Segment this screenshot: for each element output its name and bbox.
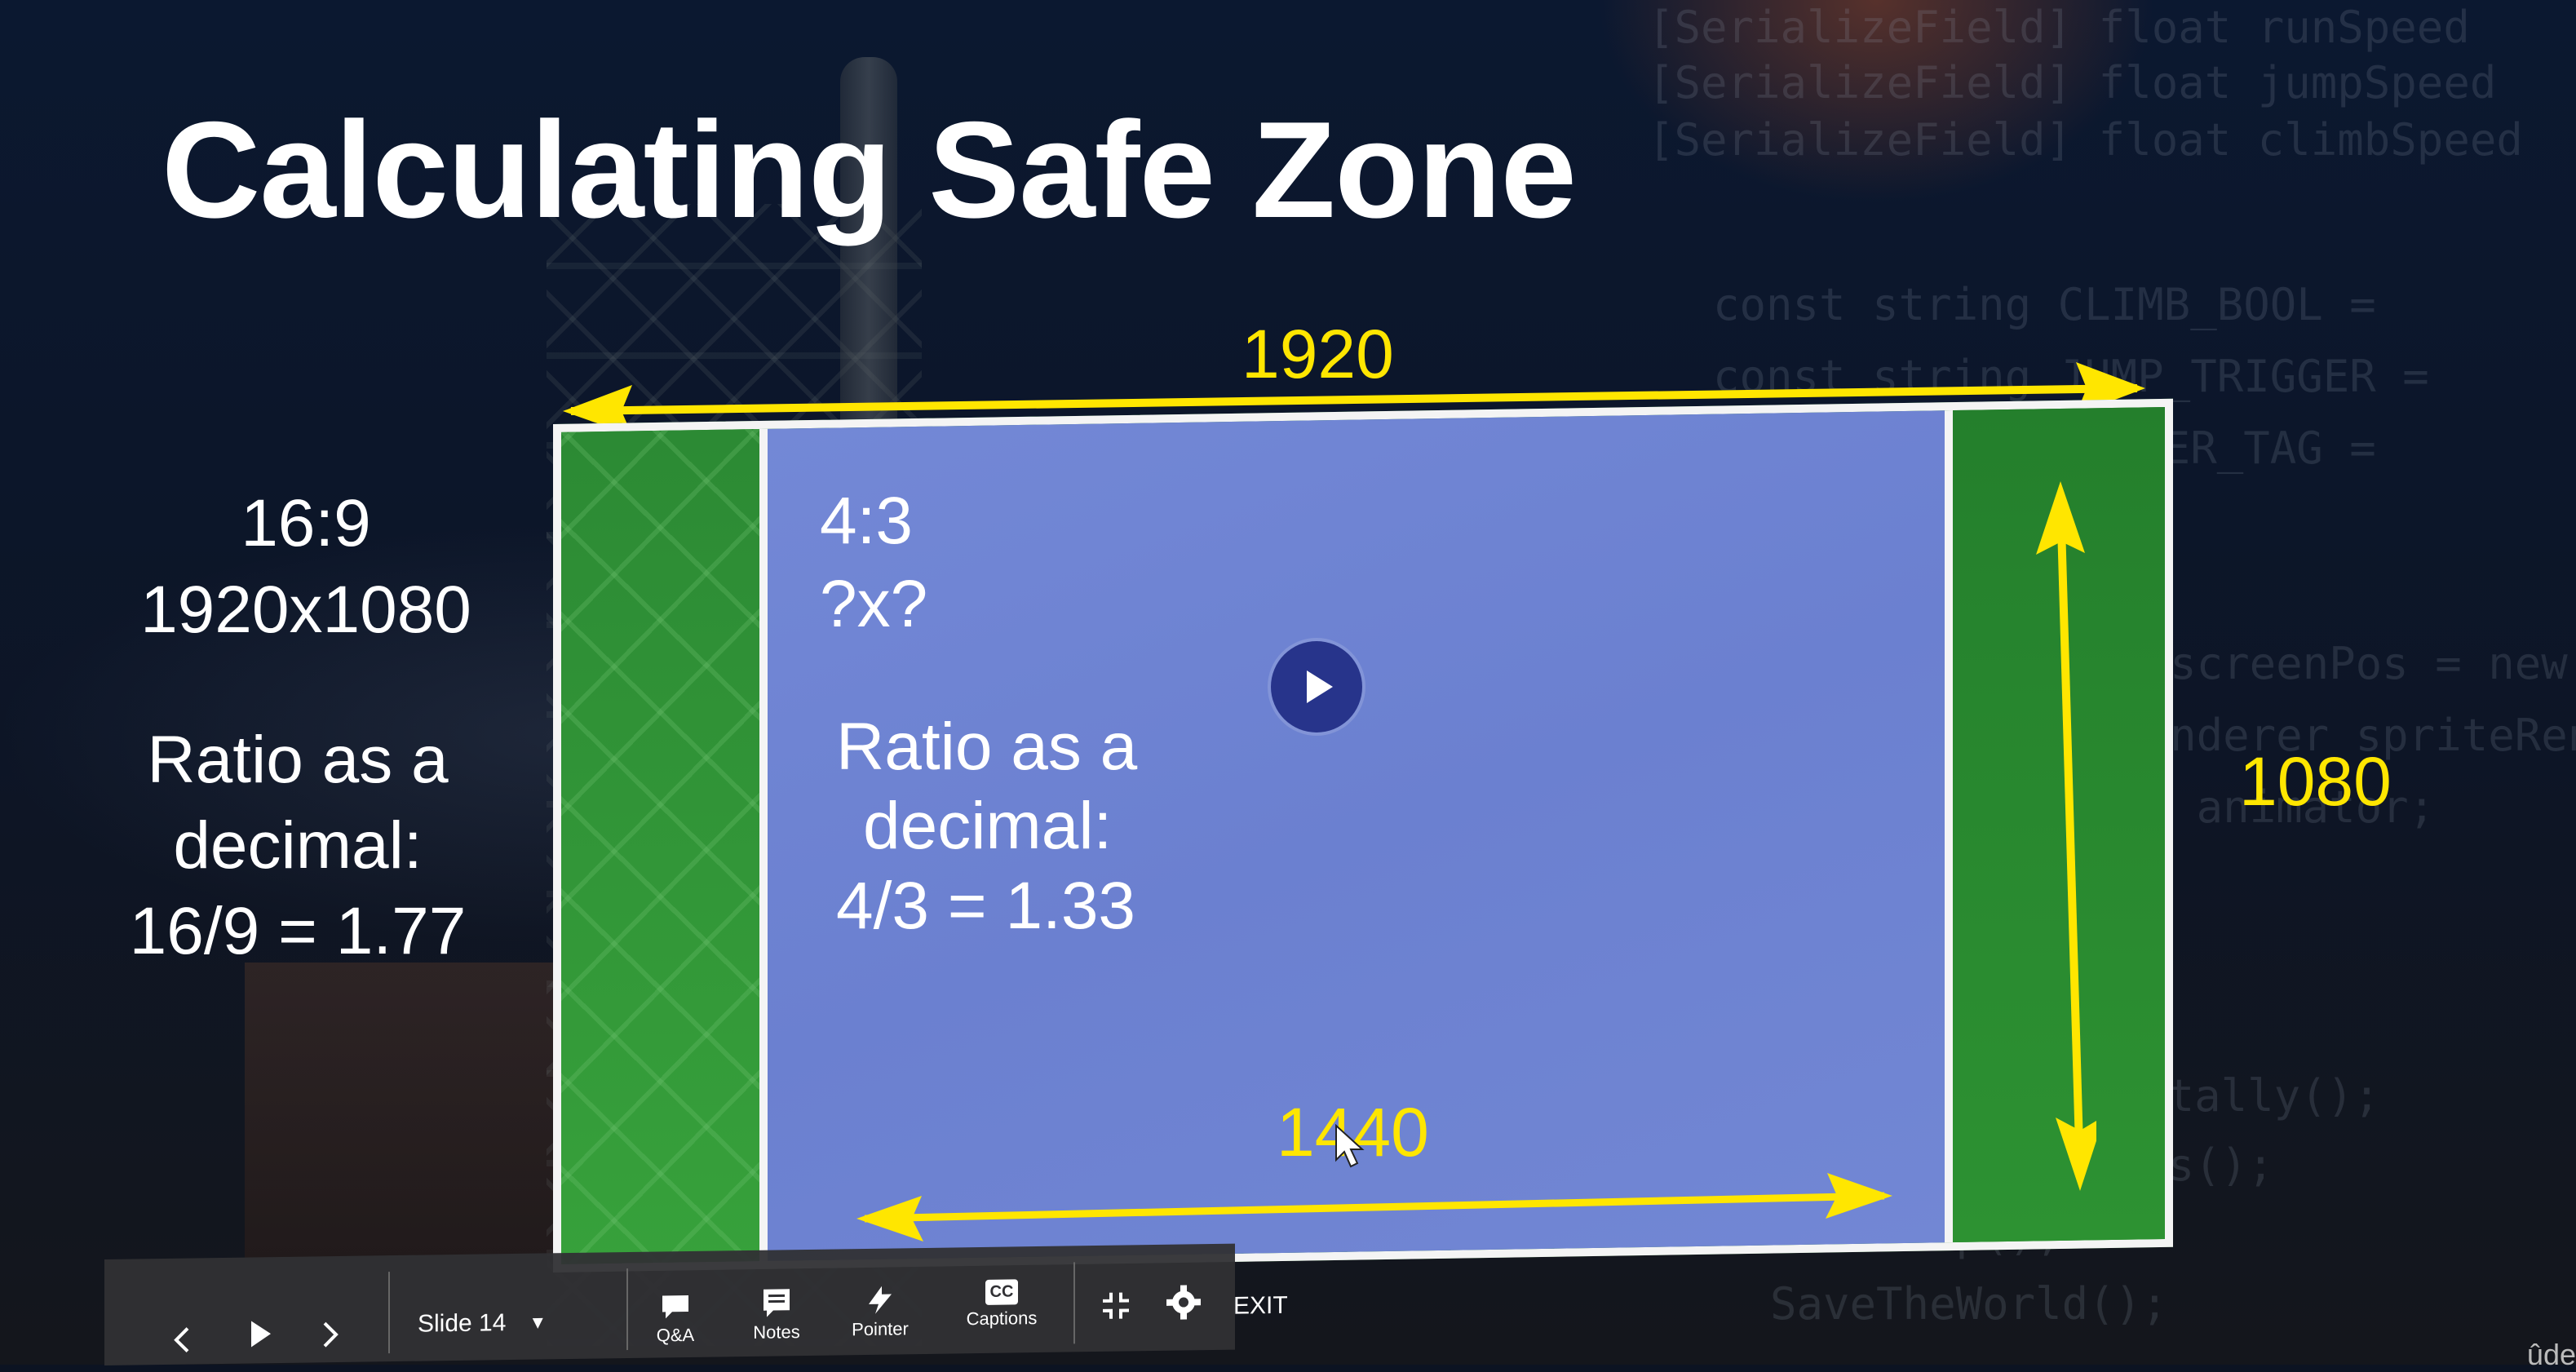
- slide-title: Calculating Safe Zone: [162, 91, 1576, 249]
- divider: [1073, 1262, 1075, 1343]
- left-safe-bar: [561, 429, 759, 1264]
- inner-ratio: 4:3: [820, 480, 913, 563]
- right-height-label: 1080: [2239, 742, 2392, 821]
- inner-decimal-line3: 4/3 = 1.33: [836, 865, 1135, 948]
- mouse-cursor-icon: [1334, 1124, 1367, 1170]
- notes-button[interactable]: Notes: [728, 1287, 825, 1344]
- pointer-label: Pointer: [852, 1318, 909, 1340]
- exit-fullscreen-icon[interactable]: [1100, 1289, 1132, 1322]
- left-ratio: 16:9: [106, 481, 506, 566]
- pointer-icon: [864, 1284, 896, 1316]
- notes-icon: [760, 1287, 793, 1319]
- gear-icon[interactable]: [1165, 1283, 1202, 1321]
- presentation-toolbar: Slide 14 ▼ Q&A Notes Pointer CC Captions: [104, 1244, 1235, 1365]
- slide-selector[interactable]: Slide 14 ▼: [418, 1308, 547, 1338]
- brand-watermark: ûde: [2527, 1338, 2576, 1372]
- left-decimal-line2: decimal:: [90, 803, 506, 888]
- left-resolution: 1920x1080: [106, 568, 506, 653]
- code-line: const string CLIMB_BOOL =: [1713, 269, 2376, 341]
- notes-label: Notes: [753, 1321, 799, 1343]
- captions-button[interactable]: CC Captions: [945, 1279, 1059, 1330]
- qa-button[interactable]: Q&A: [626, 1291, 724, 1347]
- left-decimal-line3: 16/9 = 1.77: [90, 889, 506, 974]
- chat-bubble-icon: [659, 1292, 692, 1322]
- previous-icon[interactable]: [170, 1323, 194, 1356]
- next-icon[interactable]: [318, 1318, 343, 1351]
- slide-selector-label: Slide 14: [418, 1309, 506, 1339]
- play-icon: [1294, 664, 1339, 710]
- pointer-button[interactable]: Pointer: [827, 1284, 933, 1341]
- qa-label: Q&A: [657, 1325, 694, 1347]
- inner-decimal-line1: Ratio as a: [836, 706, 1137, 789]
- bottom-width-arrow: [848, 1166, 1901, 1248]
- inner-decimal-line2: decimal:: [863, 785, 1112, 868]
- inner-resolution: ?x?: [820, 563, 927, 646]
- divider: [388, 1272, 390, 1353]
- left-decimal-line1: Ratio as a: [90, 718, 506, 803]
- captions-label: Captions: [967, 1308, 1038, 1330]
- chevron-down-icon: ▼: [529, 1312, 547, 1333]
- cc-icon: CC: [985, 1279, 1019, 1305]
- play-button[interactable]: [1271, 641, 1362, 732]
- exit-button[interactable]: EXIT: [1233, 1292, 1288, 1321]
- code-line: SaveTheWorld();: [1770, 1268, 2168, 1340]
- exit-label: EXIT: [1233, 1292, 1288, 1321]
- right-height-arrow: [2031, 473, 2096, 1207]
- code-line: [SerializeField] float climbSpeed: [1648, 104, 2523, 176]
- play-slideshow-icon[interactable]: [248, 1317, 274, 1350]
